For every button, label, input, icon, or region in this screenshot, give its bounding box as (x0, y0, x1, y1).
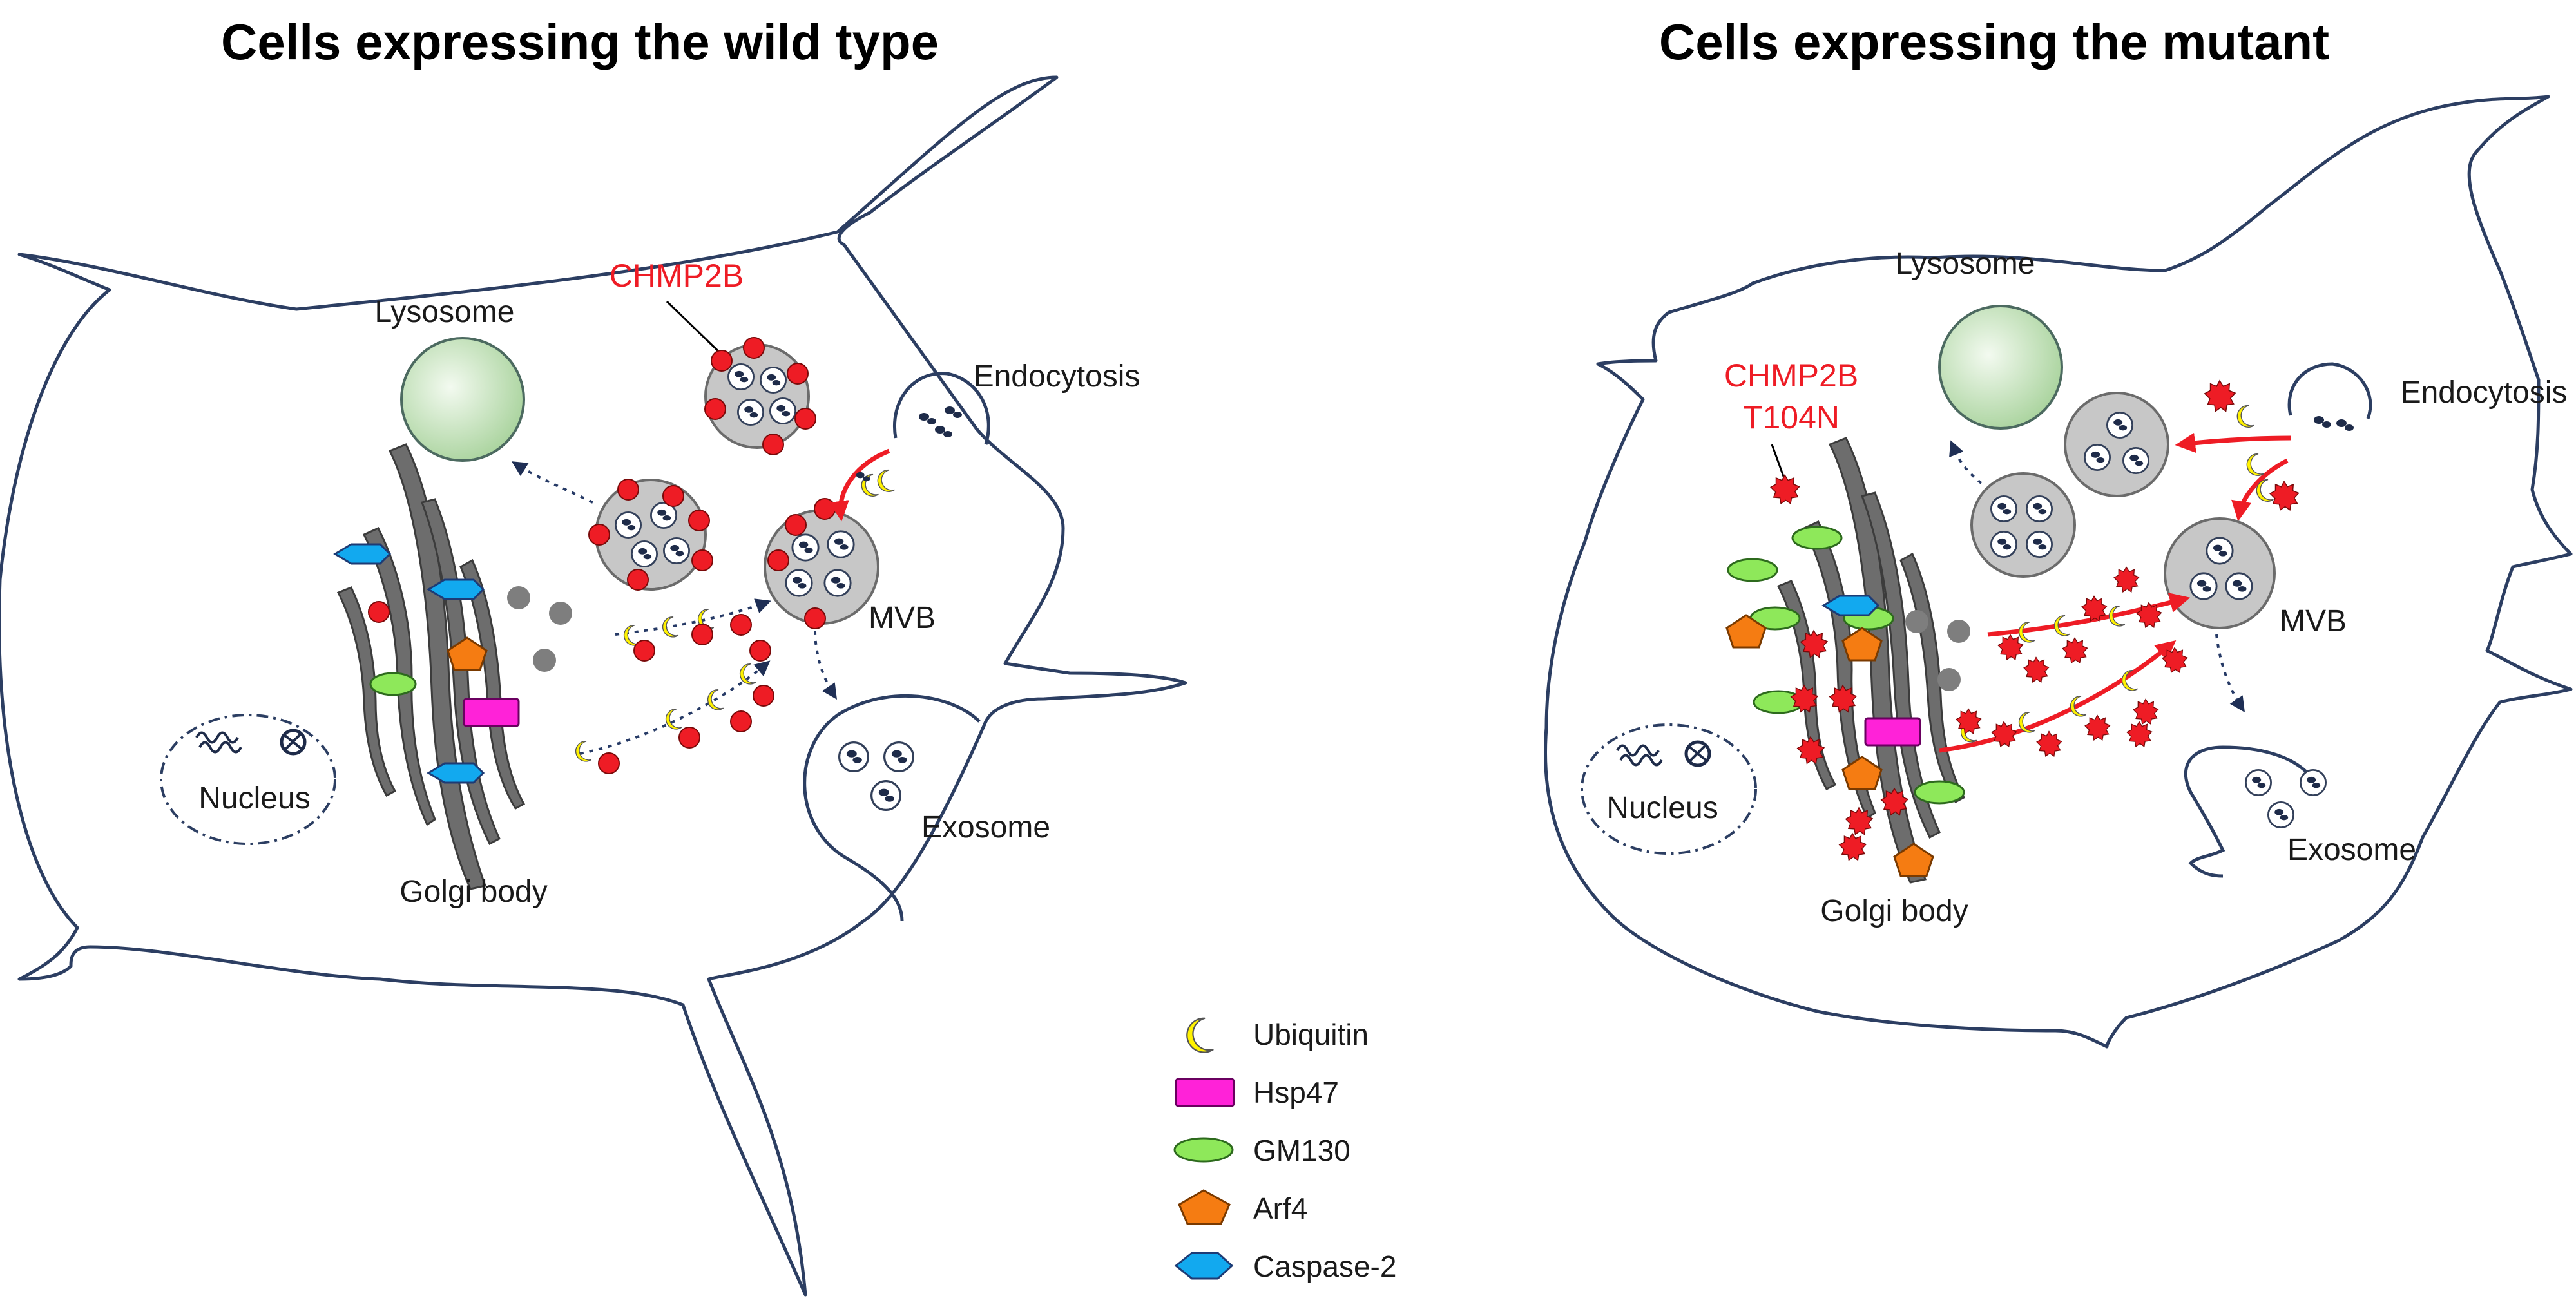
legend-item-ubiquitin: Ubiquitin (1186, 1017, 1369, 1053)
right-nucleus (1581, 723, 1757, 855)
right-mvb-label: MVB (2280, 604, 2347, 638)
right-mvb-center (2164, 517, 2276, 629)
legend: Ubiquitin Hsp47 GM130 Arf4 Caspase-2 (1173, 1017, 1396, 1283)
left-mvb-label: MVB (869, 601, 936, 635)
left-golgi-label: Golgi body (399, 875, 547, 909)
right-cell-membrane (1543, 95, 2573, 1049)
left-nucleus (160, 714, 336, 845)
legend-item-gm130: GM130 (1173, 1134, 1350, 1167)
right-lysosome (1938, 305, 2063, 430)
right-cell: Nucleus Lysosome CHMP2B T104N (1543, 95, 2573, 1049)
left-chmp2b-label: CHMP2B (610, 258, 744, 294)
right-endocytosis-label: Endocytosis (2401, 376, 2568, 410)
right-title: Cells expressing the mutant (1659, 14, 2329, 70)
right-nucleus-label: Nucleus (1606, 791, 1718, 825)
legend-item-arf4: Arf4 (1178, 1189, 1307, 1225)
right-endocytosis-pit (2287, 362, 2372, 419)
left-golgi (333, 443, 525, 890)
crescent-icon (1186, 1017, 1214, 1053)
left-nucleus-label: Nucleus (198, 781, 310, 815)
left-endocytosis-pit (893, 372, 990, 445)
legend-label-arf4: Arf4 (1253, 1192, 1307, 1225)
left-endocytosis-label: Endocytosis (974, 359, 1140, 394)
legend-label-caspase2: Caspase-2 (1253, 1250, 1396, 1283)
legend-label-hsp47: Hsp47 (1253, 1076, 1339, 1109)
left-lysosome (400, 337, 525, 462)
left-cell-membrane (0, 75, 1187, 1297)
left-exosome-label: Exosome (921, 810, 1050, 844)
left-mvb-top (704, 337, 816, 455)
right-mvb-lyso (1970, 472, 2076, 578)
left-cell: Nucleus Lysosome CHMP2B (0, 75, 1187, 1297)
legend-label-gm130: GM130 (1253, 1134, 1350, 1167)
left-mvb-center (764, 498, 879, 629)
right-exosome-pocket (2184, 745, 2314, 878)
rectangle-icon (1175, 1078, 1235, 1107)
ellipse-icon (1173, 1137, 1234, 1163)
left-lysosome-label: Lysosome (375, 295, 515, 329)
right-lysosome-label: Lysosome (1896, 247, 2035, 281)
right-exosome-label: Exosome (2287, 833, 2416, 867)
left-title: Cells expressing the wild type (221, 14, 939, 70)
legend-item-hsp47: Hsp47 (1175, 1076, 1339, 1109)
legend-label-ubiquitin: Ubiquitin (1253, 1018, 1369, 1051)
pentagon-icon (1178, 1189, 1231, 1225)
left-exosome-pocket (803, 694, 981, 922)
left-mvb-lyso (588, 479, 713, 591)
legend-item-caspase2: Caspase-2 (1174, 1250, 1396, 1283)
right-golgi (1725, 437, 1965, 884)
caspase2-marker (333, 543, 392, 565)
right-chmp2b-label-line1: CHMP2B (1724, 358, 1858, 394)
right-mvb-top (2064, 392, 2169, 497)
right-chmp2b-label-line2: T104N (1743, 399, 1840, 435)
right-golgi-label: Golgi body (1820, 894, 1968, 928)
hexagon-icon (1174, 1252, 1234, 1280)
